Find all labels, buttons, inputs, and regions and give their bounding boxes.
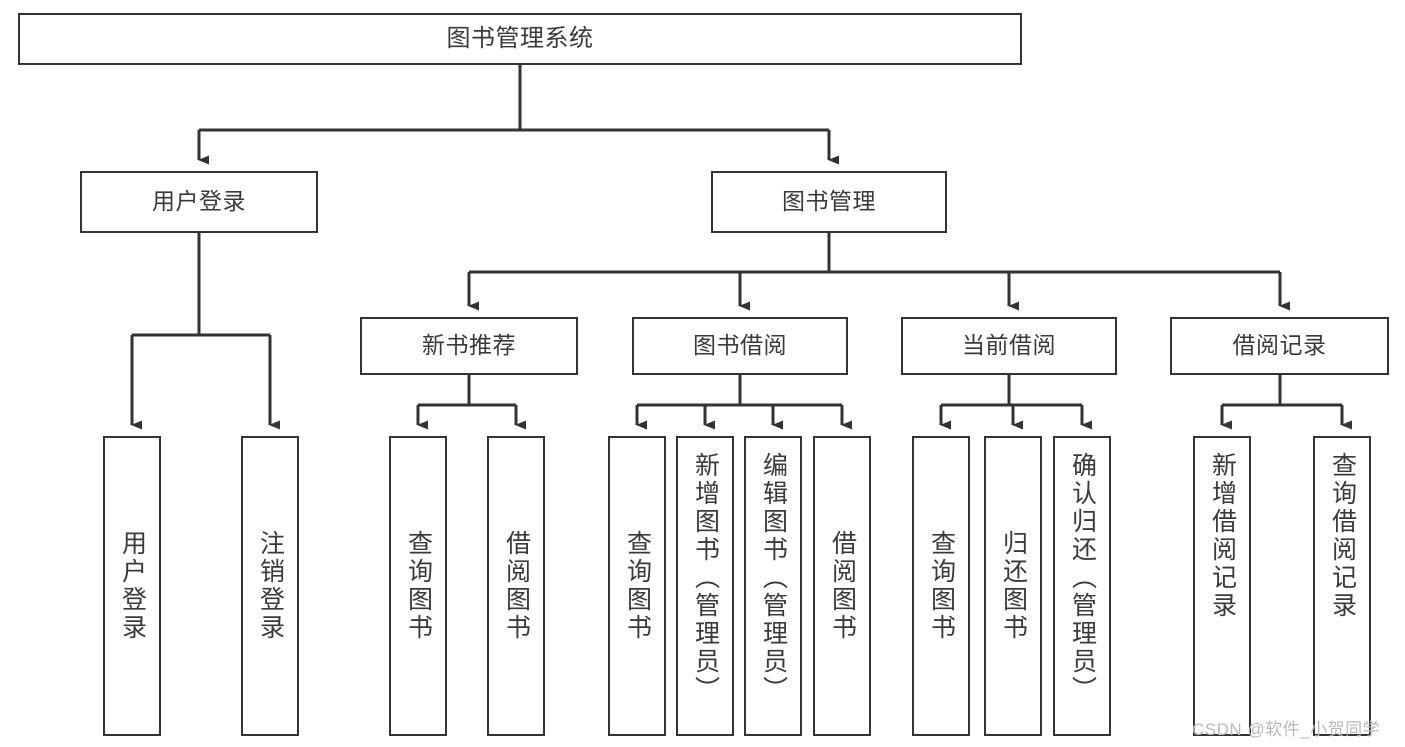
node-leaf-add-book[interactable]: 新增图书（管理员） [676, 436, 734, 736]
node-book-borrow[interactable]: 图书借阅 [632, 317, 848, 375]
node-leaf-return-book-label: 归还图书 [999, 530, 1028, 642]
node-leaf-borrow-book-2-label: 借阅图书 [828, 530, 857, 642]
node-new-book-recommend[interactable]: 新书推荐 [360, 317, 578, 375]
node-leaf-query-book-3-label: 查询图书 [927, 530, 956, 642]
node-leaf-add-record-label: 新增借阅记录 [1208, 452, 1237, 620]
node-leaf-add-record[interactable]: 新增借阅记录 [1193, 436, 1251, 736]
node-user-login[interactable]: 用户登录 [80, 171, 318, 233]
node-book-manage[interactable]: 图书管理 [711, 171, 947, 233]
node-leaf-query-book-2-label: 查询图书 [623, 530, 652, 642]
node-leaf-add-book-label: 新增图书（管理员） [691, 452, 720, 704]
csdn-watermark: CSDN @软件_小贺同学 [1192, 720, 1381, 739]
node-leaf-confirm-return[interactable]: 确认归还（管理员） [1053, 436, 1111, 736]
node-leaf-query-record[interactable]: 查询借阅记录 [1313, 436, 1371, 736]
node-leaf-borrow-book-1-label: 借阅图书 [502, 530, 531, 642]
node-root-label: 图书管理系统 [446, 24, 594, 52]
node-leaf-user-login-label: 用户登录 [118, 530, 147, 642]
node-leaf-edit-book[interactable]: 编辑图书（管理员） [744, 436, 802, 736]
node-borrow-record-label: 借阅记录 [1232, 332, 1327, 359]
node-borrow-record[interactable]: 借阅记录 [1170, 317, 1389, 375]
node-leaf-query-book-1[interactable]: 查询图书 [389, 436, 447, 736]
node-leaf-query-book-1-label: 查询图书 [404, 530, 433, 642]
node-leaf-return-book[interactable]: 归还图书 [984, 436, 1042, 736]
node-book-borrow-label: 图书借阅 [693, 332, 787, 359]
node-current-borrow[interactable]: 当前借阅 [901, 317, 1117, 375]
node-book-manage-label: 图书管理 [782, 188, 876, 215]
node-leaf-query-book-2[interactable]: 查询图书 [608, 436, 666, 736]
node-user-login-label: 用户登录 [152, 188, 246, 215]
node-leaf-query-record-label: 查询借阅记录 [1328, 452, 1357, 620]
node-leaf-logout-label: 注销登录 [256, 530, 285, 642]
node-leaf-logout[interactable]: 注销登录 [241, 436, 299, 736]
node-leaf-borrow-book-2[interactable]: 借阅图书 [813, 436, 871, 736]
node-leaf-edit-book-label: 编辑图书（管理员） [759, 452, 788, 704]
node-leaf-confirm-return-label: 确认归还（管理员） [1068, 452, 1097, 704]
node-current-borrow-label: 当前借阅 [962, 332, 1056, 359]
node-leaf-borrow-book-1[interactable]: 借阅图书 [487, 436, 545, 736]
node-root[interactable]: 图书管理系统 [18, 13, 1022, 65]
node-leaf-query-book-3[interactable]: 查询图书 [912, 436, 970, 736]
node-leaf-user-login[interactable]: 用户登录 [103, 436, 161, 736]
node-new-book-recommend-label: 新书推荐 [422, 332, 516, 359]
